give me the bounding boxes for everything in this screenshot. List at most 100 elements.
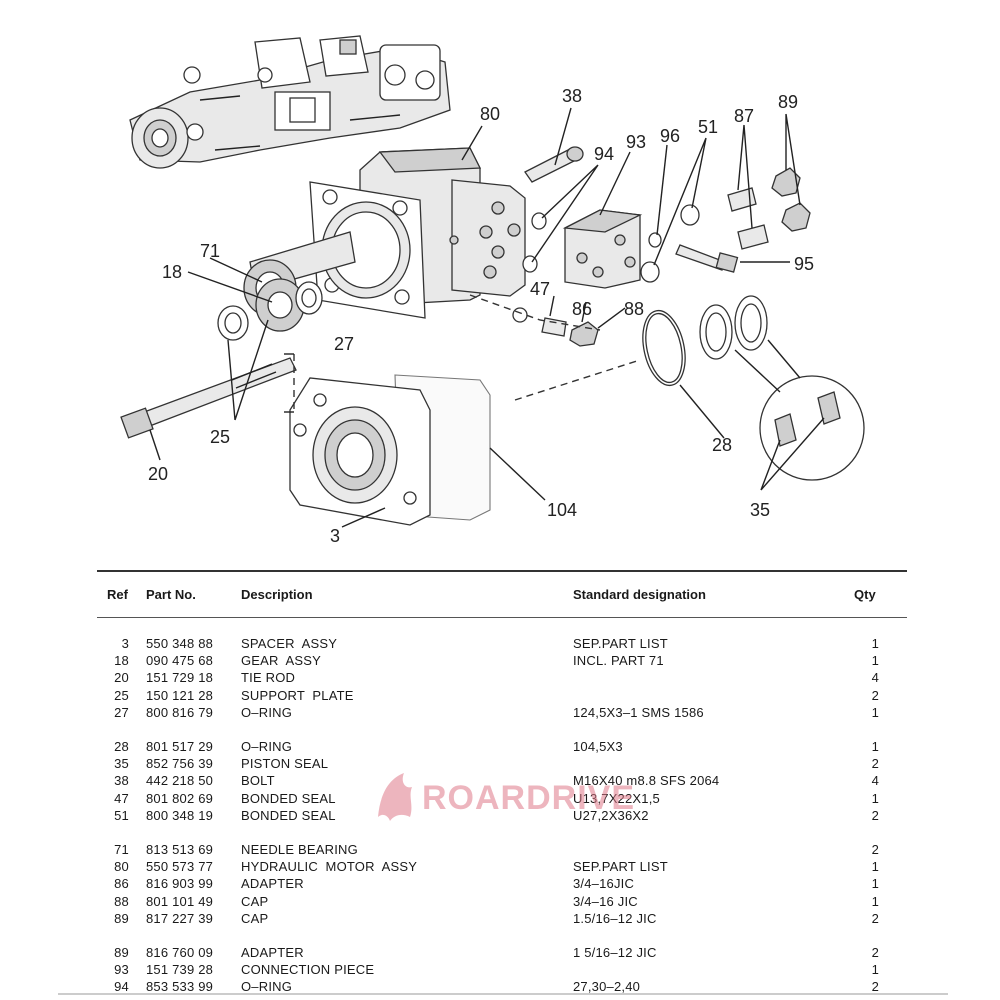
cell-part-no: 801 517 29 xyxy=(146,739,214,754)
callout-96: 96 xyxy=(660,126,680,146)
cell-standard-designation: 104,5X3 xyxy=(573,739,623,754)
roardrive-watermark-logo: ROARDRIVE xyxy=(378,773,635,821)
cell-ref: 93 xyxy=(114,962,129,978)
callout-88: 88 xyxy=(624,299,644,319)
cell-description: O–RING xyxy=(241,739,293,754)
cell-ref: 28 xyxy=(114,739,129,754)
callout-25: 25 xyxy=(210,427,230,447)
cell-part-no: 852 756 39 xyxy=(146,756,214,772)
cell-part-no: 816 903 99 xyxy=(146,876,214,892)
header-ref: Ref xyxy=(107,587,128,602)
cell-part-no: 151 729 18 xyxy=(146,670,214,686)
callout-89: 89 xyxy=(778,92,798,112)
cell-ref: 20 xyxy=(114,670,129,686)
cell-ref: 71 xyxy=(114,842,129,857)
cell-standard-designation: U13,7X22X1,5 xyxy=(573,790,660,806)
cell-description: ADAPTER xyxy=(241,876,304,892)
cell-part-no: 151 739 28 xyxy=(146,962,214,978)
cell-qty: 4 xyxy=(871,773,879,789)
tie-rod xyxy=(120,357,297,439)
callout-104: 104 xyxy=(547,500,577,520)
cell-ref: 89 xyxy=(114,945,129,960)
callout-3: 3 xyxy=(330,526,340,546)
callout-18: 18 xyxy=(162,262,182,282)
cell-standard-designation: 124,5X3–1 SMS 1586 xyxy=(573,704,704,720)
cell-qty: 1 xyxy=(871,962,879,978)
cell-part-no: 817 227 39 xyxy=(146,910,214,926)
cell-part-no: 853 533 99 xyxy=(146,979,214,995)
header-part-no: Part No. xyxy=(146,587,196,602)
cell-standard-designation: U27,2X36X2 xyxy=(573,807,649,823)
cell-part-no: 813 513 69 xyxy=(146,842,214,857)
callout-51: 51 xyxy=(698,117,718,137)
cell-description: CAP xyxy=(241,910,269,926)
cell-qty: 1 xyxy=(871,636,879,651)
cell-qty: 2 xyxy=(871,687,879,703)
cell-qty: 2 xyxy=(871,945,879,960)
callout-35: 35 xyxy=(750,500,770,520)
cell-part-no: 090 475 68 xyxy=(146,653,214,669)
cell-standard-designation: 27,30–2,40 xyxy=(573,979,641,995)
cell-ref: 25 xyxy=(114,687,129,703)
cell-description: GEAR ASSY xyxy=(241,653,322,669)
connection-piece xyxy=(562,209,643,289)
cell-description: BONDED SEAL xyxy=(241,807,336,823)
cell-description: NEEDLE BEARING xyxy=(241,842,358,857)
cell-ref: 35 xyxy=(114,756,129,772)
cell-qty: 1 xyxy=(871,704,879,720)
callout-86: 86 xyxy=(572,299,592,319)
header-standard-designation: Standard designation xyxy=(573,587,706,602)
cell-part-no: 150 121 28 xyxy=(146,687,214,703)
cell-description: SPACER ASSY xyxy=(241,636,338,651)
leader-lines xyxy=(149,107,825,528)
cell-qty: 1 xyxy=(871,876,879,892)
cell-ref: 80 xyxy=(114,859,129,875)
spacer-assembly xyxy=(289,374,491,526)
callout-labels: 38 80 94 93 96 51 87 89 95 71 18 47 86 8… xyxy=(148,86,814,546)
header-qty: Qty xyxy=(854,587,876,602)
cell-part-no: 816 760 09 xyxy=(146,945,214,960)
callout-38: 38 xyxy=(562,86,582,106)
cell-description: HYDRAULIC MOTOR ASSY xyxy=(241,859,418,875)
cell-qty: 2 xyxy=(871,842,879,857)
cell-description: PISTON SEAL xyxy=(241,756,329,772)
callout-27: 27 xyxy=(334,334,354,354)
cell-standard-designation: 1.5/16–12 JIC xyxy=(573,910,657,926)
cell-description: O–RING xyxy=(241,979,293,995)
cell-ref: 38 xyxy=(114,773,129,789)
callout-20: 20 xyxy=(148,464,168,484)
cell-qty: 4 xyxy=(871,670,879,686)
cell-ref: 88 xyxy=(114,893,129,909)
cell-part-no: 801 802 69 xyxy=(146,790,214,806)
table-header-rule xyxy=(97,617,907,618)
transmission-assembly-sketch xyxy=(129,35,451,169)
watermark-text: ROARDRIVE xyxy=(422,779,635,817)
cell-description: TIE ROD xyxy=(241,670,296,686)
cell-part-no: 800 816 79 xyxy=(146,704,214,720)
hydraulic-motor-assembly xyxy=(249,147,526,319)
callout-47: 47 xyxy=(530,279,550,299)
cell-description: BONDED SEAL xyxy=(241,790,336,806)
cell-description: CAP xyxy=(241,893,269,909)
table-row: 20 151 729 18 TIE ROD 4 xyxy=(97,669,907,686)
callout-71: 71 xyxy=(200,241,220,261)
callout-80: 80 xyxy=(480,104,500,124)
callout-28: 28 xyxy=(712,435,732,455)
cell-ref: 94 xyxy=(114,979,129,995)
cell-qty: 1 xyxy=(871,893,879,909)
cell-standard-designation: INCL. PART 71 xyxy=(573,653,664,669)
